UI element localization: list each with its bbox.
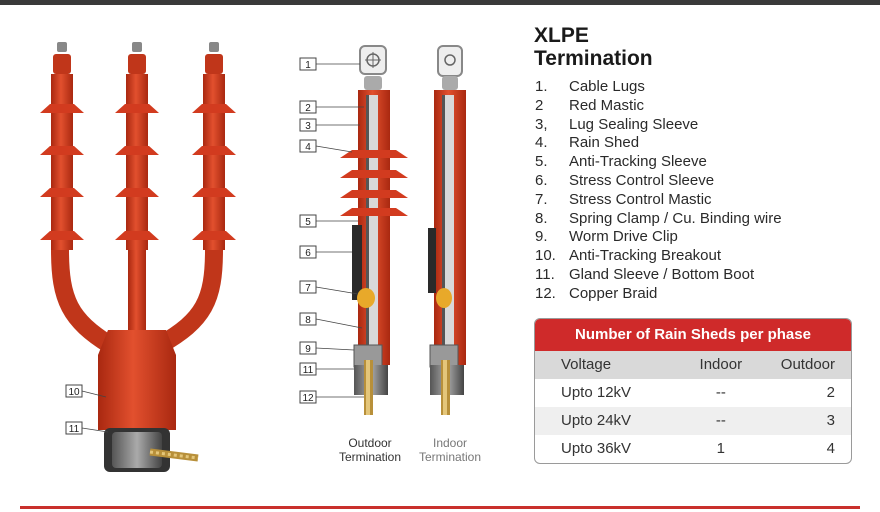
callout-10: 10	[68, 387, 80, 398]
callout-9: 9	[305, 344, 311, 355]
breakout-body	[98, 330, 176, 430]
title-line-2: Termination	[534, 47, 653, 70]
legend-item: 7.Stress Control Mastic	[535, 191, 782, 210]
legend-item: 11.Gland Sleeve / Bottom Boot	[535, 266, 782, 285]
callout-5: 5	[305, 217, 311, 228]
phase-right	[192, 42, 236, 250]
legend-item: 3,Lug Sealing Sleeve	[535, 116, 782, 135]
breakout-leg-right	[160, 250, 214, 345]
page-title: XLPE Termination	[534, 24, 653, 70]
three-core-termination: 10 11	[40, 42, 236, 472]
table-title: Number of Rain Sheds per phase	[535, 319, 851, 351]
callout-7: 7	[305, 283, 311, 294]
legend-item: 10.Anti-Tracking Breakout	[535, 247, 782, 266]
callout-1: 1	[305, 60, 311, 71]
bottom-border	[20, 506, 860, 509]
legend-item: 5.Anti-Tracking Sleeve	[535, 153, 782, 172]
table-row: Upto 12kV -- 2	[535, 379, 851, 407]
table-row: Upto 24kV -- 3	[535, 407, 851, 435]
callout-2: 2	[305, 103, 311, 114]
table-row: Upto 36kV 1 4	[535, 435, 851, 463]
table-header-row: Voltage Indoor Outdoor	[535, 351, 851, 379]
callout-11: 11	[303, 365, 314, 376]
legend-item: 1.Cable Lugs	[535, 78, 782, 97]
indoor-termination	[428, 46, 466, 415]
header-outdoor: Outdoor	[753, 351, 843, 379]
caption-indoor: Indoor Termination	[405, 436, 495, 464]
callout-4: 4	[305, 142, 311, 153]
callout-11-breakout: 11	[69, 424, 80, 435]
header-voltage: Voltage	[543, 351, 689, 379]
callout-6: 6	[305, 248, 311, 259]
legend-item: 4.Rain Shed	[535, 134, 782, 153]
breakout-leg-left	[60, 250, 110, 345]
caption-outdoor: Outdoor Termination	[325, 436, 415, 464]
legend-item: 6.Stress Control Sleeve	[535, 172, 782, 191]
legend-item: 9.Worm Drive Clip	[535, 228, 782, 247]
rain-sheds-table: Number of Rain Sheds per phase Voltage I…	[534, 318, 852, 464]
parts-legend: 1.Cable Lugs 2Red Mastic 3,Lug Sealing S…	[535, 78, 782, 304]
callout-8: 8	[305, 315, 311, 326]
cable-lug-indoor	[438, 46, 462, 76]
callout-12: 12	[302, 393, 314, 404]
header-indoor: Indoor	[689, 351, 753, 379]
phase-left	[40, 42, 84, 250]
title-line-1: XLPE	[534, 24, 653, 47]
outdoor-termination	[340, 46, 408, 415]
callout-3: 3	[305, 121, 311, 132]
legend-item: 2Red Mastic	[535, 97, 782, 116]
legend-item: 8.Spring Clamp / Cu. Binding wire	[535, 210, 782, 229]
phase-center	[115, 42, 159, 250]
legend-item: 12.Copper Braid	[535, 285, 782, 304]
